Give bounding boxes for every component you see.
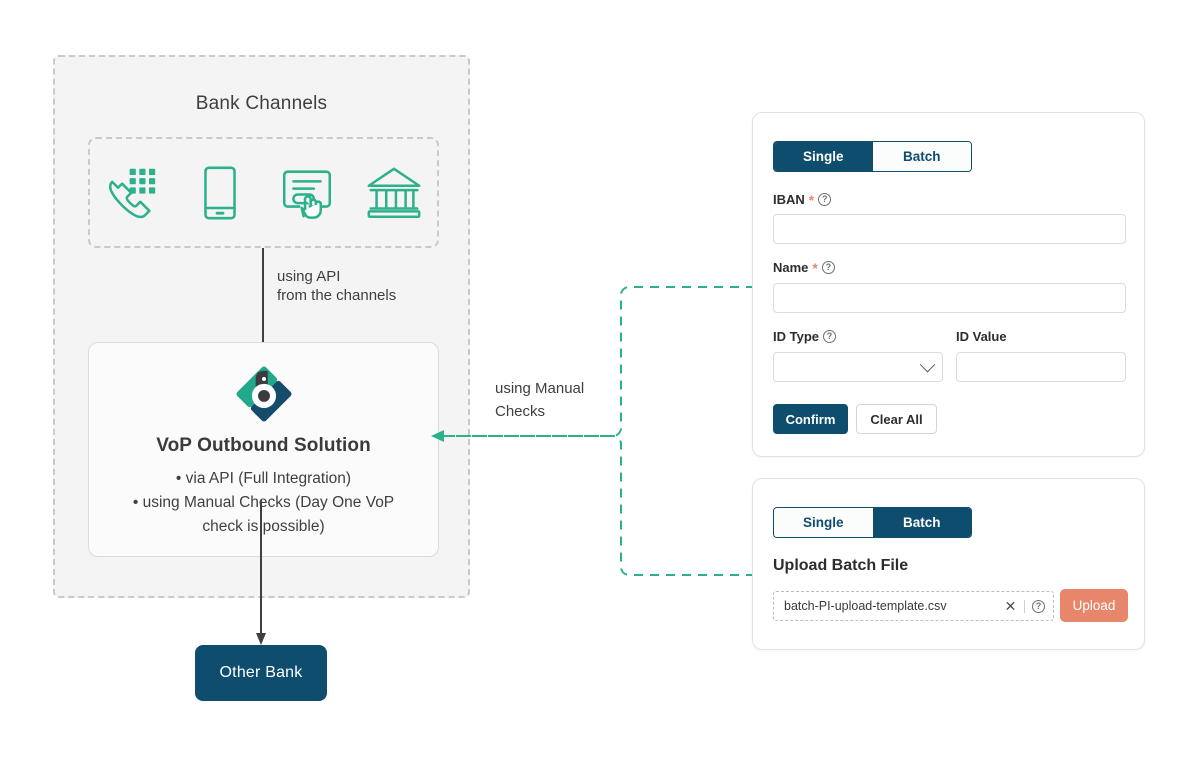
other-bank-arrow <box>256 500 266 645</box>
bank-channels-title: Bank Channels <box>195 93 328 114</box>
batch-tab-batch[interactable]: Batch <box>872 508 971 537</box>
confirm-button[interactable]: Confirm <box>773 404 848 434</box>
iban-input[interactable] <box>773 214 1126 244</box>
chevron-down-icon <box>919 356 936 372</box>
name-label: Name * ? <box>773 260 835 275</box>
vop-title: VoP Outbound Solution <box>156 435 371 456</box>
close-icon[interactable]: ✕ <box>1004 597 1017 614</box>
vop-bullet-line-1: • via API (Full Integration) <box>175 470 352 487</box>
id-value-label-text: ID Value <box>956 329 1007 344</box>
vop-diamond-logo <box>89 365 438 423</box>
id-value-input[interactable] <box>956 352 1126 382</box>
vop-outbound-card: VoP Outbound Solution • via API (Full In… <box>88 342 439 557</box>
batch-tab-batch-label: Batch <box>902 515 941 530</box>
name-label-text: Name <box>773 260 809 275</box>
vop-bullet-line-3: check is possible) <box>202 518 325 535</box>
online-form-click-icon <box>276 162 338 224</box>
phone-keypad-icon <box>102 162 164 224</box>
iban-label: IBAN * ? <box>773 191 832 208</box>
manual-checks-connector <box>431 286 755 576</box>
single-check-card: Single Batch IBAN * ? Name * ? ID Type ?… <box>752 112 1145 457</box>
id-type-select[interactable] <box>773 352 943 382</box>
tab-single-label: Single <box>802 149 844 164</box>
mobile-phone-icon <box>189 162 251 224</box>
upload-button[interactable]: Upload <box>1060 589 1128 622</box>
name-help-icon[interactable]: ? <box>821 261 835 274</box>
bank-building-icon <box>363 162 425 224</box>
batch-file-help-icon[interactable]: ? <box>1032 599 1045 613</box>
iban-label-text: IBAN <box>773 192 805 207</box>
tab-batch-label: Batch <box>902 149 941 164</box>
channels-container <box>88 137 439 248</box>
divider <box>1024 599 1025 613</box>
id-type-label-text: ID Type <box>773 329 819 344</box>
other-bank-node: Other Bank <box>195 645 327 701</box>
upload-batch-file-heading: Upload Batch File <box>773 557 909 574</box>
batch-file-dropzone[interactable]: batch-PI-upload-template.csv ✕ ? <box>773 591 1054 621</box>
single-card-tab-group: Single Batch <box>773 141 972 172</box>
vop-bullet-line-2: • using Manual Checks (Day One VoP <box>132 494 395 511</box>
id-value-label: ID Value <box>956 329 1007 344</box>
clear-all-button[interactable]: Clear All <box>856 404 937 434</box>
iban-help-icon[interactable]: ? <box>818 193 832 206</box>
id-type-label: ID Type ? <box>773 329 836 344</box>
batch-tab-single-label: Single <box>802 515 844 530</box>
batch-card-tab-group: Single Batch <box>773 507 972 538</box>
other-bank-label: Other Bank <box>219 664 303 681</box>
batch-tab-single[interactable]: Single <box>774 508 873 537</box>
tab-single[interactable]: Single <box>774 142 873 171</box>
manual-checks-label: using Manual Checks <box>495 380 585 420</box>
name-input[interactable] <box>773 283 1126 313</box>
tab-batch[interactable]: Batch <box>872 142 971 171</box>
batch-upload-card: Single Batch Upload Batch File batch-PI-… <box>752 478 1145 650</box>
api-flow-label: using API from the channels <box>277 268 397 304</box>
name-required-asterisk: * <box>812 259 818 276</box>
id-type-help-icon[interactable]: ? <box>823 330 836 343</box>
batch-file-name: batch-PI-upload-template.csv <box>784 599 947 613</box>
bank-channels-group: Bank Channels <box>53 55 470 598</box>
vop-bullet-list: • via API (Full Integration) • using Man… <box>107 467 420 539</box>
iban-required-asterisk: * <box>808 191 815 208</box>
